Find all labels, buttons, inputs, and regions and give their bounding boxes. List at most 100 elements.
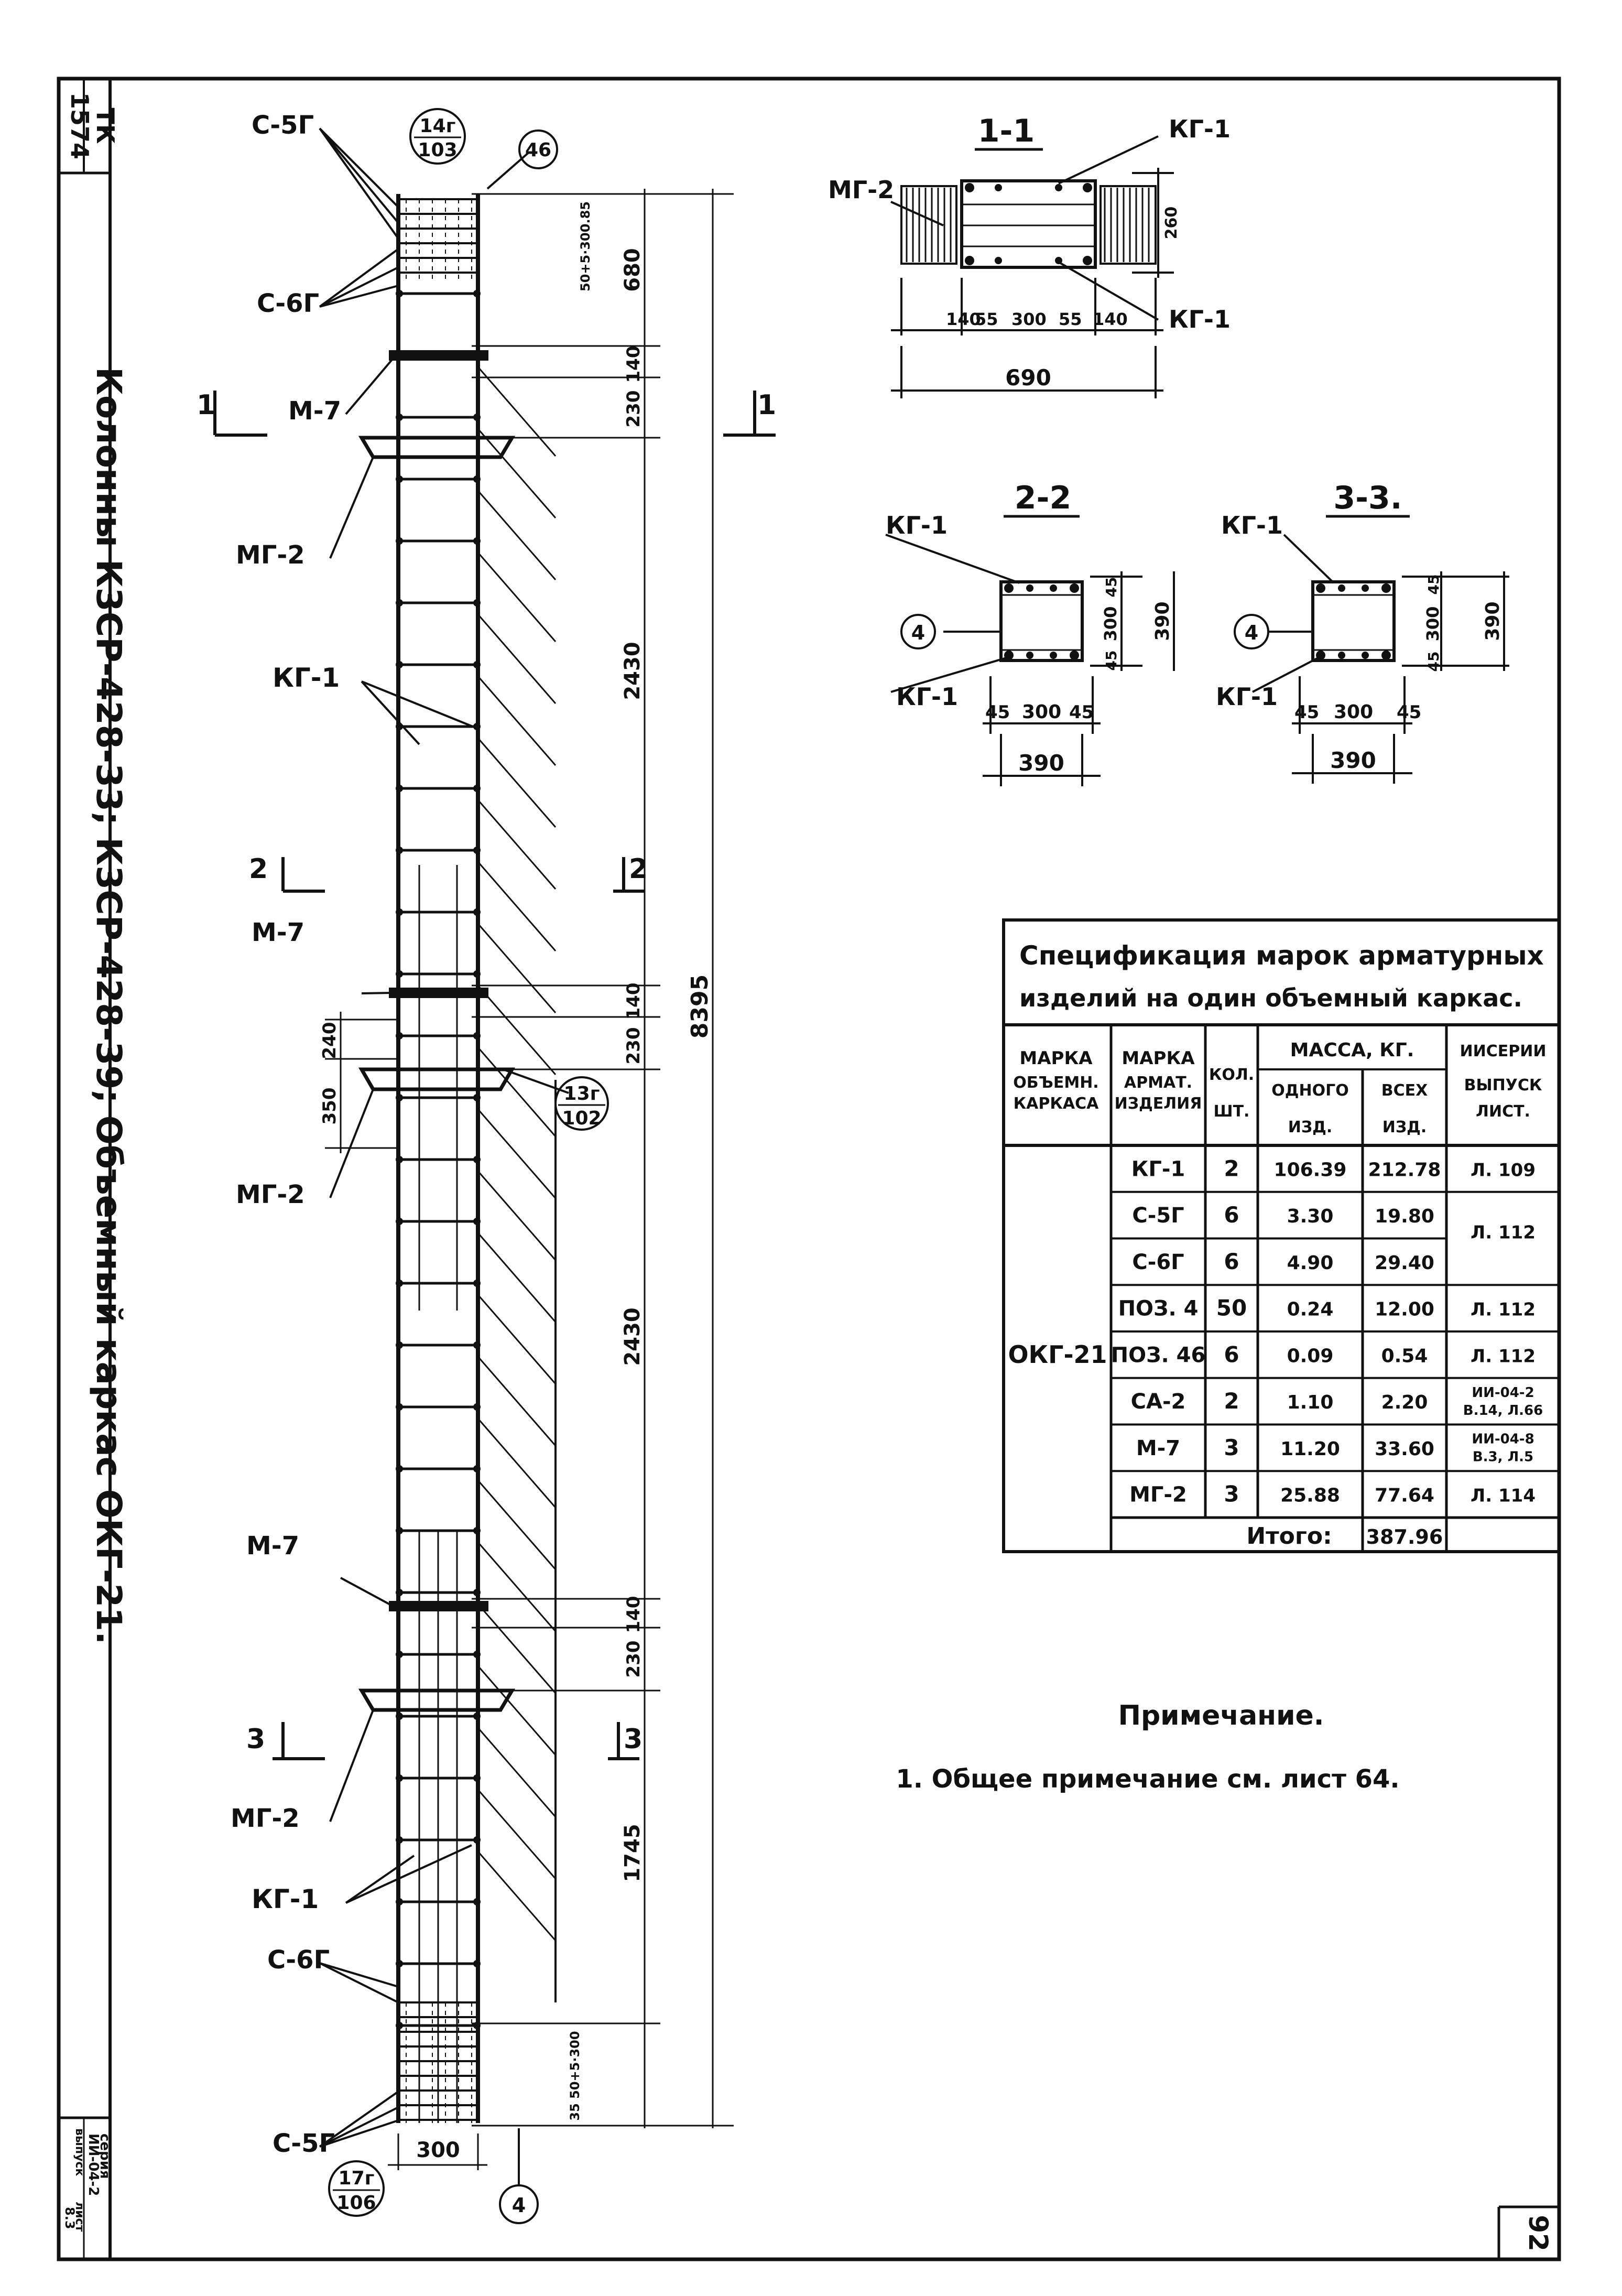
stirrup-end bbox=[473, 1713, 481, 1720]
section-3-3-kg1-top: КГ-1 bbox=[1221, 511, 1283, 539]
stirrup-end bbox=[473, 1094, 481, 1101]
stirrup-end bbox=[473, 847, 481, 854]
stirrup-end bbox=[396, 2022, 403, 2029]
stirrup-end bbox=[396, 661, 403, 668]
hatch-line bbox=[477, 614, 557, 704]
note-text: 1. Общее примечание см. лист 64. bbox=[896, 1764, 1399, 1794]
hatch-line bbox=[477, 1480, 557, 1570]
callout-mid-13g: 13г 102 bbox=[554, 1076, 609, 1131]
spec-cell-qty: 6 bbox=[1224, 1202, 1239, 1228]
section-2-2-dim-45b: 45 bbox=[1069, 702, 1094, 723]
stirrups bbox=[396, 290, 481, 2029]
spec-cell-qty: 2 bbox=[1224, 1155, 1239, 1181]
bracket-mg2-mid bbox=[358, 1067, 516, 1091]
dim-140-b: 140 bbox=[623, 983, 644, 1020]
stirrup-end bbox=[473, 1836, 481, 1844]
sheet-code-letters: ТК bbox=[91, 108, 119, 144]
note-title: Примечание. bbox=[1118, 1700, 1324, 1731]
section-3-3-pos-4-circle bbox=[1234, 614, 1269, 649]
hatch-line bbox=[477, 366, 557, 457]
spec-cell-ref: В.14, Л.66 bbox=[1463, 1403, 1543, 1418]
spec-cell-mass-all: 0.54 bbox=[1381, 1345, 1428, 1367]
sheet-stamp: серия ИИ-04-2 выпуск лист 8.3 bbox=[62, 2128, 113, 2232]
stirrup-end bbox=[473, 661, 481, 668]
section-mark-3-left: 3 bbox=[246, 1724, 265, 1755]
svg-text:ОДНОГО: ОДНОГО bbox=[1271, 1081, 1348, 1100]
stirrup-end bbox=[473, 414, 481, 421]
spec-cell-ref: Л. 114 bbox=[1471, 1486, 1536, 1507]
dim-350: 350 bbox=[319, 1088, 340, 1125]
section-1-1-dim-55b: 55 bbox=[1059, 309, 1082, 329]
section-3-3-vdim-300: 300 bbox=[1423, 607, 1443, 642]
section-2-2-vdim-45a: 45 bbox=[1103, 577, 1120, 598]
svg-text:КОЛ.: КОЛ. bbox=[1209, 1066, 1254, 1084]
end-meshes bbox=[398, 198, 478, 2123]
stirrup-end bbox=[473, 1960, 481, 1967]
stirrup-end bbox=[396, 970, 403, 978]
section-3-3-dim-45a: 45 bbox=[1294, 702, 1319, 723]
spec-cell-qty: 3 bbox=[1224, 1435, 1239, 1460]
spec-cell-ref: Л. 112 bbox=[1471, 1299, 1536, 1320]
hatch-line bbox=[477, 428, 557, 518]
section-mark-2-left: 2 bbox=[249, 853, 268, 885]
spec-cell-mass-one: 0.09 bbox=[1287, 1345, 1334, 1367]
hatch-line bbox=[477, 923, 557, 1013]
stirrup-end bbox=[473, 475, 481, 483]
section-1-1-dim-140b: 140 bbox=[1093, 309, 1128, 329]
section-3-3-vdim-390: 390 bbox=[1482, 601, 1504, 641]
bracket-mg2-top bbox=[358, 436, 516, 459]
stirrup-end bbox=[396, 599, 403, 607]
stirrup-end bbox=[473, 599, 481, 607]
section-mark-1-left: 1 bbox=[197, 389, 215, 421]
label-c5g-top: С-5Г bbox=[252, 111, 314, 140]
spec-cell-mass-all: 19.80 bbox=[1375, 1206, 1434, 1227]
svg-text:АРМАТ.: АРМАТ. bbox=[1124, 1074, 1192, 1092]
spec-cell-mass-one: 0.24 bbox=[1287, 1299, 1334, 1320]
stirrup-end bbox=[396, 1713, 403, 1720]
callout-bot-17g: 17г 106 bbox=[328, 2160, 385, 2217]
spec-cell-mark: МГ-2 bbox=[1129, 1483, 1187, 1507]
spec-cell-mass-one: 1.10 bbox=[1287, 1392, 1334, 1413]
section-2-2-kg1-bot: КГ-1 bbox=[896, 683, 958, 711]
svg-text:106: 106 bbox=[336, 2192, 376, 2214]
hatch-line bbox=[477, 1109, 557, 1199]
spec-title-line2: изделий на один объемный каркас. bbox=[1019, 984, 1522, 1012]
section-2-2: 2-2 КГ-1 КГ-1 4 45 300 45 bbox=[885, 480, 1175, 786]
spec-cell-qty: 6 bbox=[1224, 1341, 1239, 1367]
spec-cell-ref: В.3, Л.5 bbox=[1473, 1449, 1533, 1465]
spec-cell-mass-all: 12.00 bbox=[1375, 1299, 1434, 1320]
stirrup-end bbox=[473, 1403, 481, 1411]
spec-cell-mark: С-6Г bbox=[1132, 1250, 1184, 1274]
hatch-line bbox=[477, 1356, 557, 1446]
stirrup-end bbox=[396, 1280, 403, 1287]
section-3-3-vdim-45a: 45 bbox=[1425, 575, 1442, 595]
leader-lines bbox=[319, 127, 569, 2186]
section-3-3-vdim-45b: 45 bbox=[1425, 652, 1442, 672]
svg-text:выпуск: выпуск bbox=[73, 2128, 86, 2176]
svg-text:ИИСЕРИИ: ИИСЕРИИ bbox=[1460, 1042, 1547, 1060]
stirrup-end bbox=[473, 1218, 481, 1225]
stirrup-end bbox=[473, 1465, 481, 1472]
stirrup-end bbox=[473, 1280, 481, 1287]
stirrup-end bbox=[396, 785, 403, 792]
spec-cell-qty: 6 bbox=[1224, 1249, 1239, 1274]
svg-text:МАССА, КГ.: МАССА, КГ. bbox=[1290, 1039, 1414, 1061]
spec-cell-mass-all: 33.60 bbox=[1375, 1438, 1434, 1460]
dim-240: 240 bbox=[319, 1022, 340, 1059]
stirrup-end bbox=[473, 1589, 481, 1596]
hatch-line bbox=[477, 552, 557, 642]
spec-cell-ref: Л. 112 bbox=[1471, 1222, 1536, 1243]
spec-cell-mass-one: 106.39 bbox=[1274, 1159, 1347, 1181]
stirrup-end bbox=[473, 1156, 481, 1163]
stirrup-end bbox=[473, 290, 481, 297]
svg-text:ИЗД.: ИЗД. bbox=[1382, 1118, 1427, 1136]
bracket-mg2-low bbox=[358, 1688, 516, 1712]
svg-text:102: 102 bbox=[562, 1108, 601, 1129]
dim-230-c: 230 bbox=[623, 1641, 644, 1678]
section-2-2-vdim-300: 300 bbox=[1101, 607, 1120, 642]
svg-text:103: 103 bbox=[418, 139, 457, 161]
label-m7-mid: М-7 bbox=[252, 918, 304, 947]
hatch-line bbox=[477, 1232, 557, 1323]
svg-text:17г: 17г bbox=[339, 2168, 375, 2189]
